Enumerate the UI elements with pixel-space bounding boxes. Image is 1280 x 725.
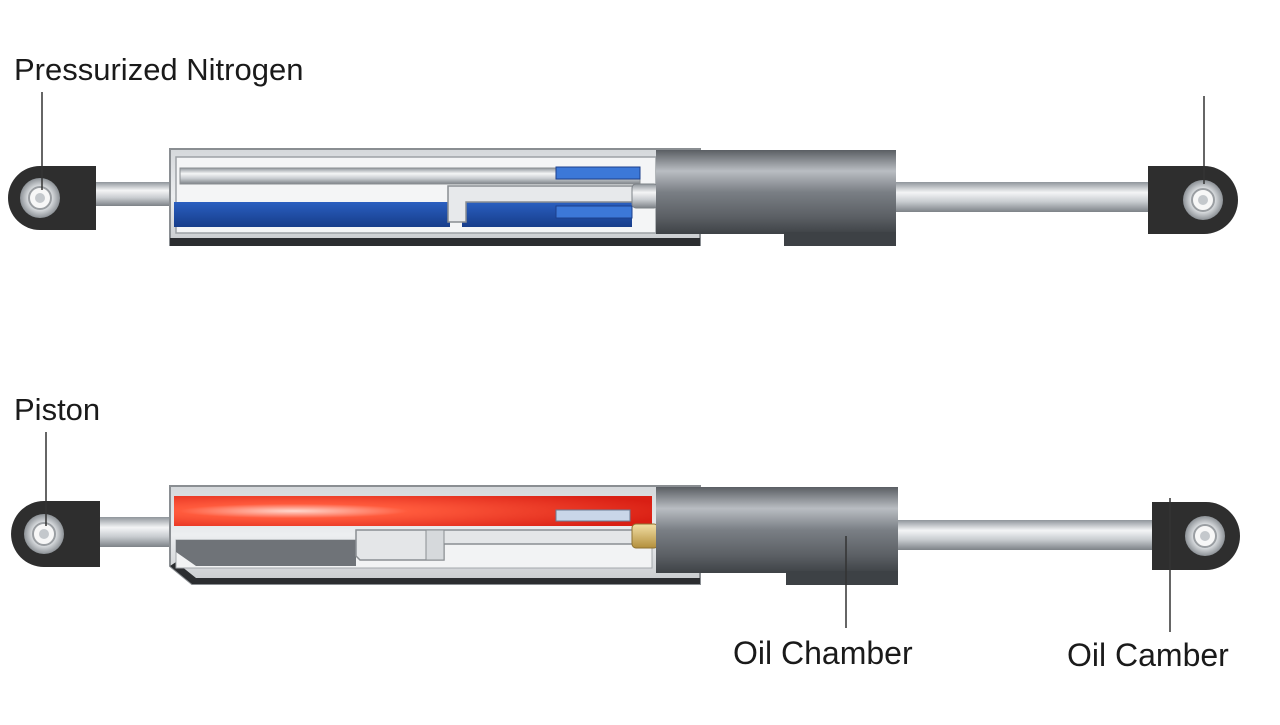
top-seal (631, 183, 659, 209)
leader-lines (41, 92, 1205, 632)
eye-mount-icon (8, 166, 96, 230)
top-gas-spring (8, 148, 1238, 246)
eye-mount-icon (11, 501, 101, 567)
piston-seal (631, 523, 659, 549)
bottom-outer-cylinder (656, 487, 898, 573)
bottom-right-rod (898, 520, 1156, 550)
label-oil-camber: Oil Camber (1067, 637, 1229, 673)
top-right-rod (896, 182, 1152, 212)
label-piston: Piston (14, 392, 101, 427)
label-pressurized-nitrogen: Pressurized Nitrogen (14, 52, 304, 87)
nitrogen-chamber (174, 202, 450, 227)
bottom-gas-spring (11, 485, 1240, 585)
bottom-left-rod (96, 517, 176, 547)
eye-mount-icon (1148, 166, 1238, 234)
top-left-rod (92, 182, 176, 206)
eye-mount-icon (1152, 502, 1240, 570)
top-outer-cylinder (656, 150, 896, 234)
label-oil-chamber: Oil Chamber (733, 635, 913, 671)
